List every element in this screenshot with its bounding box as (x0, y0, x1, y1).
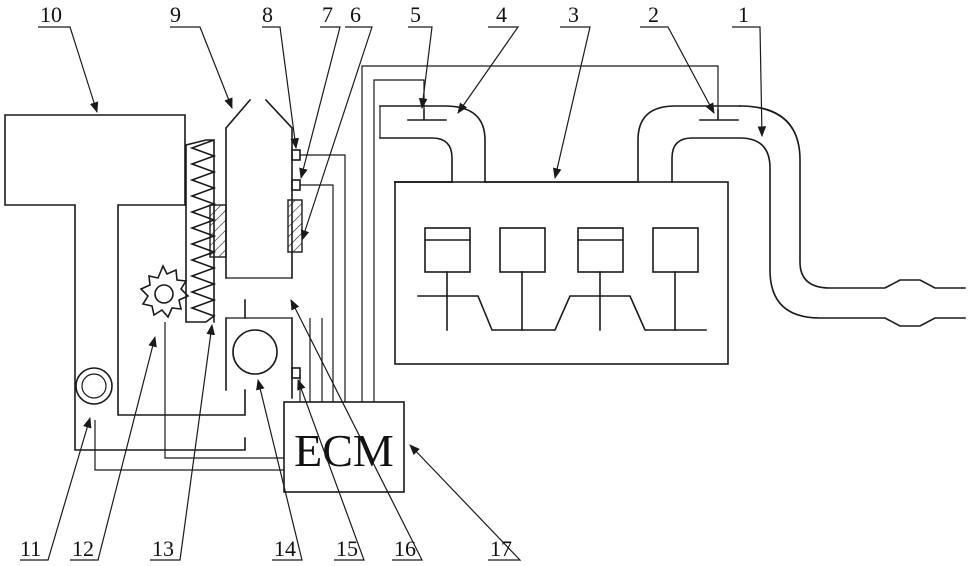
label-7: 7 (322, 2, 333, 27)
wire-7 (300, 185, 333, 402)
ecm-label: ECM (294, 425, 394, 476)
pistons (418, 228, 706, 330)
sensor-2 (700, 110, 738, 120)
wire-5 (374, 80, 424, 402)
label-13: 13 (152, 536, 174, 561)
gear (141, 266, 188, 317)
intake-slot (226, 278, 292, 318)
label-2: 2 (648, 2, 659, 27)
label-12: 12 (72, 536, 94, 561)
label-4: 4 (496, 2, 507, 27)
wire-gear (165, 322, 284, 458)
label-8: 8 (262, 2, 273, 27)
label-14: 14 (274, 536, 296, 561)
label-11: 11 (20, 536, 41, 561)
label-10: 10 (40, 2, 62, 27)
rack-hatch (210, 205, 226, 257)
valve-hatch (288, 200, 302, 252)
sensor-15 (292, 368, 300, 378)
sensor-8 (292, 150, 300, 160)
exhaust-pipe (672, 106, 965, 326)
wire-2 (362, 66, 718, 402)
label-3: 3 (568, 2, 579, 27)
label-1: 1 (738, 2, 749, 27)
engine-block (380, 106, 740, 182)
label-15: 15 (336, 536, 358, 561)
leader-lines (20, 27, 762, 560)
label-6: 6 (350, 2, 361, 27)
label-16: 16 (394, 536, 416, 561)
pump-circle-inner (82, 374, 106, 398)
engine-housing (395, 182, 728, 364)
sensor-5 (408, 110, 446, 120)
sensor-7 (292, 180, 300, 190)
label-9: 9 (170, 2, 181, 27)
label-17: 17 (490, 536, 512, 561)
throttle-circle (233, 330, 277, 374)
intake-body (226, 100, 292, 398)
label-5: 5 (410, 2, 421, 27)
